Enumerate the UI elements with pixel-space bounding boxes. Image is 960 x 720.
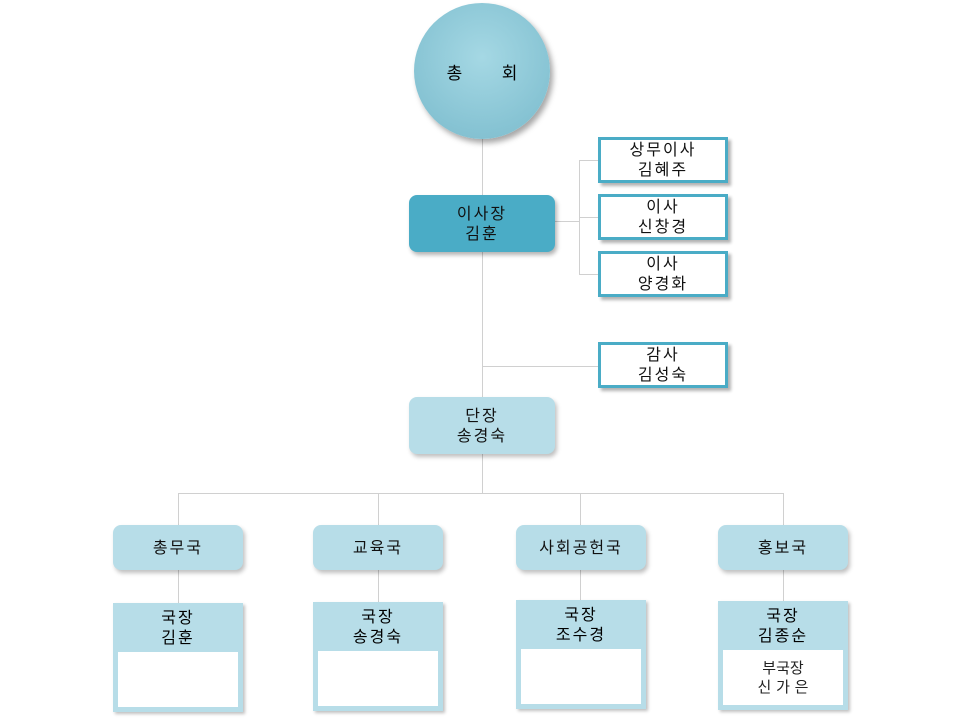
leader-title: 단장 (465, 405, 499, 425)
deputy-name: 신 가 은 (757, 677, 809, 696)
director-name: 김혜주 (637, 160, 689, 179)
department-node: 총무국 (113, 525, 243, 570)
head-name: 조수경 (555, 624, 607, 644)
department-node: 홍보국 (718, 525, 848, 570)
staff-area (118, 652, 238, 707)
department-node: 사회공헌국 (516, 525, 646, 570)
connector (579, 160, 598, 161)
chairman-title: 이사장 (456, 203, 508, 223)
auditor-name: 김성숙 (637, 365, 689, 384)
director-name: 신창경 (637, 217, 689, 236)
chairman-name: 김훈 (465, 223, 499, 243)
head-title: 국장 (361, 606, 395, 626)
head-name: 김훈 (161, 627, 195, 647)
department-name: 교육국 (352, 537, 404, 557)
deputy-title: 부국장 (762, 658, 804, 677)
staff-area (318, 651, 438, 706)
connector (482, 138, 483, 493)
director-title: 이사 (646, 197, 680, 216)
auditor-title: 감사 (646, 345, 680, 364)
staff-area (521, 649, 641, 704)
department-node: 교육국 (313, 525, 443, 570)
department-name: 사회공헌국 (539, 537, 623, 557)
connector (178, 493, 784, 494)
department-name: 총무국 (152, 537, 204, 557)
director-title: 이사 (646, 254, 680, 273)
connector (483, 366, 598, 367)
general-assembly-node: 총 회 (414, 3, 550, 139)
director-name: 양경화 (637, 274, 689, 293)
assembly-label: 총 회 (446, 63, 518, 84)
connector (579, 217, 598, 218)
head-name: 김종순 (757, 625, 809, 645)
head-title: 국장 (564, 604, 598, 624)
head-title: 국장 (161, 607, 195, 627)
head-name: 송경숙 (352, 626, 404, 646)
leader-name: 송경숙 (456, 425, 508, 445)
connector (555, 221, 579, 222)
connector (579, 274, 598, 275)
department-name: 홍보국 (757, 537, 809, 557)
head-title: 국장 (766, 605, 800, 625)
director-title: 상무이사 (629, 140, 697, 159)
